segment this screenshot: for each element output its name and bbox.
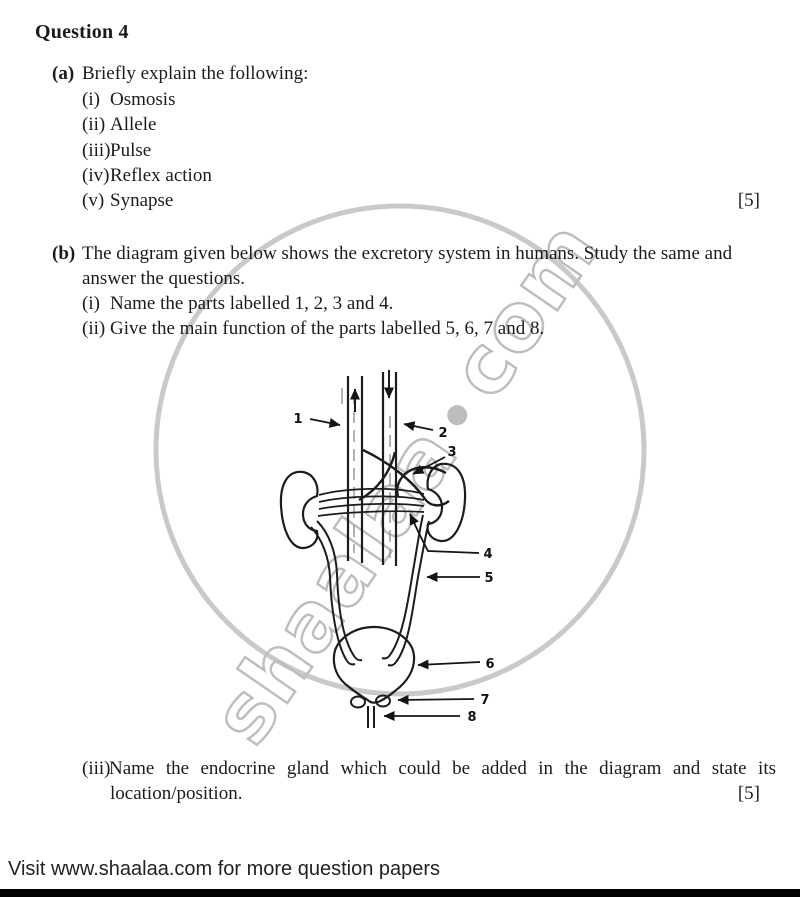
part-a-item-v: (v)Synapse (82, 190, 173, 212)
diagram-label-7: 7 (480, 693, 489, 708)
ureter-left (310, 520, 363, 666)
part-a-prompt: Briefly explain the following: (82, 63, 309, 84)
pointer-1 (309, 418, 341, 428)
label-pointers (309, 418, 481, 721)
bottom-bar (0, 889, 800, 897)
diagram-label-4: 4 (483, 547, 492, 562)
diagram-label-6: 6 (485, 657, 494, 672)
part-b-item-iii-line1: Name the endocrine gland which could be … (109, 758, 776, 779)
vessel-left (341, 376, 364, 563)
ureter-right (381, 514, 430, 667)
item-number: (i) (82, 293, 100, 314)
item-text: Name the parts labelled 1, 2, 3 and 4. (110, 293, 394, 314)
item-text: Reflex action (110, 165, 212, 186)
watermark-text-group: shaalaa com (193, 202, 619, 761)
part-a-item-ii: (ii)Allele (82, 114, 156, 136)
vessel-right (381, 370, 398, 566)
diagram-label-3: 3 (447, 445, 456, 460)
diagram-label-1: 1 (293, 412, 302, 427)
item-number: (ii) (82, 114, 106, 135)
part-b-item-iii-line2: location/position. (110, 783, 243, 804)
part-b-item-iii-number: (iii) (82, 758, 111, 779)
part-b-row: (b) The diagram given below shows the exc… (52, 243, 732, 265)
pointer-3 (412, 456, 446, 475)
part-a-row: (a) Briefly explain the following: (52, 63, 308, 85)
pointer-6 (417, 659, 481, 670)
diagram-label-2: 2 (438, 426, 447, 441)
item-text: Allele (110, 114, 157, 135)
part-a-label: (a) (52, 63, 75, 84)
diagram-label-5: 5 (484, 571, 493, 586)
item-number: (ii) (82, 318, 106, 339)
pointer-4 (409, 513, 480, 554)
kidney-left (279, 470, 319, 550)
item-number: (i) (82, 89, 100, 110)
pointer-2 (403, 421, 434, 432)
kidney-right (426, 462, 467, 543)
item-text: Osmosis (110, 89, 176, 110)
question-title: Question 4 (35, 21, 129, 43)
item-text: Synapse (110, 190, 174, 211)
sphincter-left (350, 695, 366, 709)
part-b-prompt-line1: The diagram given below shows the excret… (82, 243, 733, 264)
pointer-7 (397, 694, 475, 705)
part-b-item-ii: (ii)Give the main function of the parts … (82, 318, 544, 340)
diagram-label-8: 8 (467, 710, 476, 725)
watermark-dot-icon (447, 405, 468, 426)
bladder (332, 625, 416, 704)
item-text: Give the main function of the parts labe… (110, 318, 545, 339)
item-number: (iii) (82, 140, 111, 161)
urethra (367, 706, 375, 728)
item-text: Pulse (110, 140, 152, 161)
item-number: (v) (82, 190, 105, 211)
marks-badge-part-b: [5] (737, 783, 760, 804)
sphincter-right (375, 694, 391, 708)
watermark-tld: com (432, 204, 617, 415)
renal-vessels (317, 448, 450, 517)
part-b-item-i: (i) Name the parts labelled 1, 2, 3 and 4… (82, 293, 393, 315)
item-number: (iv) (82, 165, 110, 186)
marks-badge-part-a: [5] (737, 190, 760, 211)
watermark-word: shaalaa (194, 409, 476, 760)
footer-text: Visit www.shaalaa.com for more question … (8, 858, 441, 880)
part-b-label: (b) (52, 243, 76, 264)
part-a-item-i: (i) Osmosis (82, 89, 175, 111)
part-a-item-iv: (iv)Reflex action (82, 165, 212, 187)
part-b-prompt-line2: answer the questions. (82, 268, 246, 289)
part-a-item-iii: (iii)Pulse (82, 140, 151, 162)
